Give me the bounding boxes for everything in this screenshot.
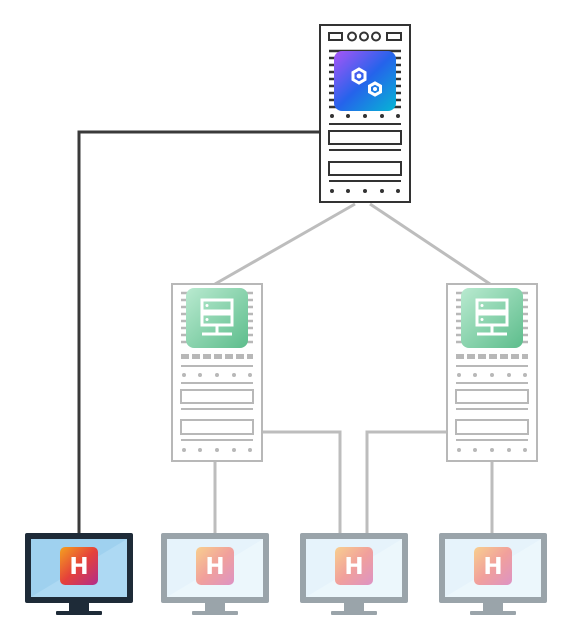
server-right[interactable] bbox=[446, 283, 538, 462]
monitor-base bbox=[470, 611, 516, 615]
link-main-to-server-right bbox=[369, 202, 491, 286]
client-monitor-3[interactable]: H bbox=[300, 533, 408, 615]
drive-slot bbox=[328, 32, 343, 41]
drive-bay bbox=[455, 419, 529, 435]
monitor-neck bbox=[483, 603, 503, 611]
server-left[interactable] bbox=[171, 283, 263, 462]
server-stack-icon bbox=[461, 288, 523, 348]
gears-icon bbox=[334, 51, 396, 111]
connection-lines bbox=[77, 130, 494, 534]
status-dots bbox=[457, 448, 527, 452]
h-app-icon: H bbox=[474, 547, 512, 585]
monitor-base bbox=[331, 611, 377, 615]
link-server-left-to-client-3 bbox=[263, 430, 342, 534]
monitor-base bbox=[56, 611, 102, 615]
h-badge-label: H bbox=[344, 554, 363, 580]
indicator-light bbox=[359, 31, 369, 42]
client-monitor-1[interactable]: H bbox=[25, 533, 133, 615]
h-app-icon: H bbox=[60, 547, 98, 585]
client-monitor-2[interactable]: H bbox=[161, 533, 269, 615]
status-dots bbox=[182, 373, 252, 377]
h-app-icon: H bbox=[196, 547, 234, 585]
drive-slot bbox=[386, 32, 402, 41]
drive-bay bbox=[180, 419, 254, 435]
client-monitor-4[interactable]: H bbox=[439, 533, 547, 615]
port-row bbox=[456, 354, 528, 359]
link-server-right-to-client-3 bbox=[365, 430, 447, 534]
link-main-to-server-left bbox=[214, 202, 356, 286]
h-badge-label: H bbox=[69, 554, 88, 580]
status-dots bbox=[182, 448, 252, 452]
monitor-neck bbox=[205, 603, 225, 611]
monitor-neck bbox=[344, 603, 364, 611]
indicator-light bbox=[371, 31, 381, 42]
drive-bay bbox=[180, 389, 254, 404]
main-server[interactable] bbox=[319, 24, 411, 203]
drive-bay bbox=[328, 130, 402, 145]
h-badge-label: H bbox=[205, 554, 224, 580]
monitor-neck bbox=[69, 603, 89, 611]
h-badge-label: H bbox=[483, 554, 502, 580]
status-dots bbox=[330, 114, 400, 118]
drive-bay bbox=[328, 161, 402, 176]
monitor-base bbox=[192, 611, 238, 615]
indicator-light bbox=[347, 31, 357, 42]
port-row bbox=[181, 354, 253, 359]
status-dots bbox=[457, 373, 527, 377]
drive-bay bbox=[455, 389, 529, 404]
h-app-icon: H bbox=[335, 547, 373, 585]
status-dots bbox=[330, 189, 400, 193]
link-main-to-client-1 bbox=[77, 130, 321, 534]
server-stack-icon bbox=[186, 288, 248, 348]
